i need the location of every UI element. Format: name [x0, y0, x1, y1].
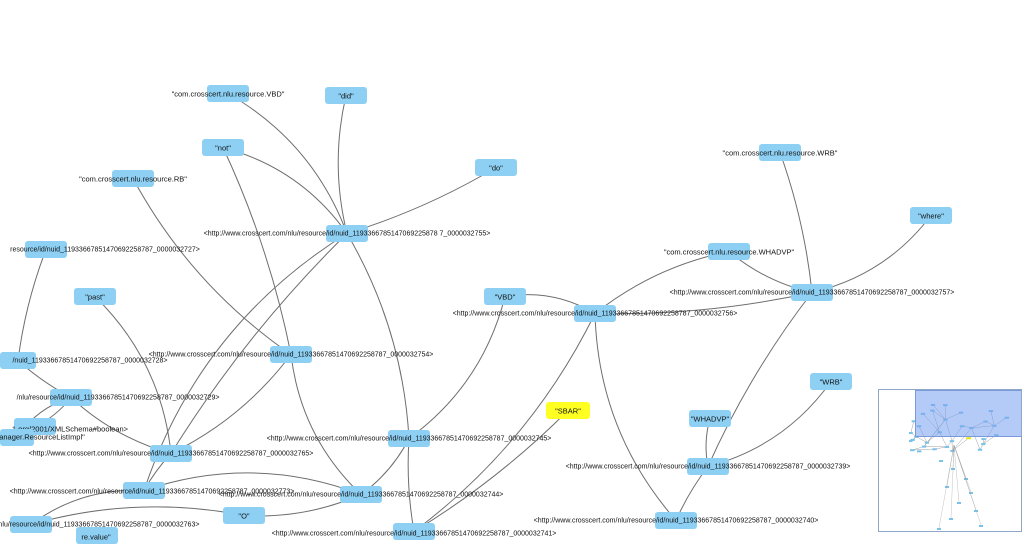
minimap-node [949, 518, 953, 520]
node-label: <http://www.crosscert.com/nlu/resource/i… [29, 450, 314, 459]
node-label: "com.crosscert.nlu.resource.WHADVP" [664, 248, 794, 257]
minimap-node [909, 440, 913, 442]
node-label: "WHADVP" [691, 415, 729, 424]
minimap-node [966, 437, 971, 439]
minimap-panel[interactable] [878, 389, 1022, 532]
node-label: "com.crosscert.nlu.resource.WRB" [723, 149, 838, 158]
minimap-node [981, 438, 985, 440]
node-label: <http://www.crosscert.com/nlu/resource/i… [204, 230, 491, 239]
minimap-node [909, 432, 913, 434]
minimap-edge [939, 445, 954, 528]
node-label: <http://www.crosscert.com/nlu/resource/i… [272, 530, 557, 539]
graph-edge [812, 216, 931, 293]
minimap-node [932, 448, 936, 450]
graph-edge [18, 250, 46, 361]
node-label: <http://www.crosscert.com/nlu/resource/i… [566, 463, 851, 472]
node-label: "WRB" [820, 378, 843, 387]
minimap-viewport[interactable] [915, 390, 1022, 437]
minimap-edge [952, 441, 953, 451]
minimap-node [945, 446, 949, 448]
graph-edge [708, 293, 812, 467]
node-label: resource/id/nuid_11933667851470692258787… [10, 246, 200, 255]
graph-edge [780, 153, 812, 293]
minimap-node [945, 486, 949, 488]
minimap-node [950, 440, 954, 442]
node-label: "SBAR" [555, 407, 581, 416]
graph-edge [408, 439, 414, 532]
minimap-node [922, 446, 926, 448]
node-label: "where" [918, 212, 944, 221]
minimap-node [981, 443, 985, 445]
node-label: <http://www.crosscert.com/nlu/resource/i… [534, 517, 819, 526]
minimap-edge [954, 445, 971, 492]
node-label: <http://www.crosscert.com/nlu/resource/i… [149, 351, 434, 360]
node-label: "do" [489, 164, 503, 173]
node-label: "VBD" [495, 293, 516, 302]
graph-edge [338, 96, 347, 234]
graph-edge [595, 314, 676, 521]
graph-edge [347, 234, 409, 439]
graph-edge [223, 148, 291, 355]
minimap-edge [954, 445, 981, 525]
minimap-edge [911, 421, 914, 433]
graph-edge [291, 355, 361, 495]
node-label: /nuid_11933667851470692258787_0000032728… [12, 357, 167, 366]
minimap-edge [951, 445, 954, 518]
minimap-node [910, 449, 914, 451]
minimap-node [917, 450, 921, 452]
node-label: "com.crosscert.nlu.resource.RB" [79, 175, 187, 184]
graph-edge [595, 252, 729, 314]
graph-edge [228, 94, 347, 234]
node-label: "past" [85, 293, 105, 302]
node-label: <http://www.crosscert.com/nlu/resource/i… [453, 310, 738, 319]
node-label: <http://www.crosscert.com/nlu/resource/i… [267, 435, 552, 444]
minimap-node [937, 528, 941, 530]
minimap-node [950, 450, 954, 452]
minimap-node [969, 492, 973, 494]
node-label: /nlu/resource/id/nuid_119336678514706922… [17, 394, 220, 403]
node-label: "com.crosscert.nlu.resource.VBD" [172, 90, 285, 99]
node-label: "did" [338, 92, 353, 101]
node-label: <http://www.crosscert.com/nlu/resource/i… [219, 491, 504, 500]
minimap-node [925, 442, 929, 444]
minimap-node [979, 525, 983, 527]
node-label: "O" [238, 512, 249, 521]
minimap-edge [954, 445, 959, 502]
minimap-node [957, 502, 961, 504]
node-label: <http://www.crosscert.com/nlu/resource/i… [670, 289, 955, 298]
node-label: "not" [215, 144, 231, 153]
graph-edge [133, 179, 291, 355]
graph-edge [171, 234, 347, 454]
node-label: anager.ResourceListImpl" [0, 433, 85, 442]
graph-edge [347, 168, 496, 234]
minimap-edge [952, 438, 968, 451]
minimap-node [978, 449, 982, 451]
minimap-node [939, 460, 943, 462]
